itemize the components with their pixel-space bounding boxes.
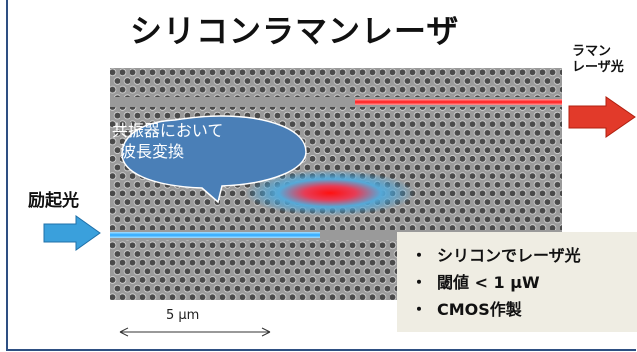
slide-title: シリコンラマンレーザ (130, 12, 460, 50)
bubble-line-2: 波長変換 (119, 142, 184, 161)
excitation-label: 励起光 (28, 191, 79, 211)
nanocavity-glow (245, 170, 415, 216)
waveguide-lower (110, 230, 562, 240)
feature-text: 閾値 < 1 μW (437, 273, 540, 292)
feature-box: ・シリコンでレーザ光 ・閾値 < 1 μW ・CMOS作製 (397, 232, 637, 332)
raman-label: ラマン レーザ光 (572, 44, 624, 76)
sem-image (110, 68, 562, 300)
slide-frame (6, 0, 636, 351)
bubble-text: ナノ共振器において 波長変換 (72, 120, 232, 162)
scale-arrow (119, 327, 271, 337)
scale-bar: 5 μm (118, 308, 272, 346)
feature-text: CMOS作製 (437, 300, 522, 319)
feature-item: ・閾値 < 1 μW (411, 269, 637, 296)
raman-output-line (355, 99, 562, 105)
bubble-line-1: ナノ共振器において (80, 121, 224, 140)
scale-label: 5 μm (166, 308, 200, 323)
bullet-marker: ・ (411, 300, 428, 319)
feature-item: ・シリコンでレーザ光 (411, 242, 637, 269)
sem-image-svg (110, 68, 562, 300)
raman-label-line-1: ラマン (572, 44, 612, 59)
feature-item: ・ CMOS作製 (411, 296, 637, 323)
speech-bubble (121, 115, 307, 204)
waveguide-upper (110, 97, 562, 107)
arrow-right-icon (568, 96, 636, 138)
feature-text: シリコンでレーザ光 (437, 246, 581, 265)
bullet-marker: ・ (411, 273, 428, 292)
bullet-marker: ・ (411, 246, 428, 265)
arrow-right-icon (43, 215, 101, 251)
feature-list: ・シリコンでレーザ光 ・閾値 < 1 μW ・CMOS作製 (411, 242, 637, 323)
raman-label-line-2: レーザ光 (572, 60, 624, 75)
pump-input-line (110, 232, 320, 238)
